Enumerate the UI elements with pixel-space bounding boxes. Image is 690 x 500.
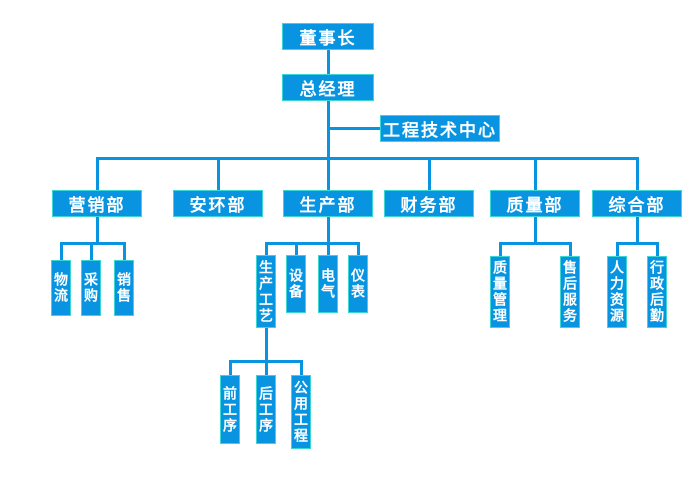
- connector-line: [534, 217, 537, 244]
- connector-line: [60, 242, 63, 260]
- org-node-back-process: 后工序: [256, 375, 276, 444]
- connector-line: [534, 157, 537, 190]
- org-node-front-process: 前工序: [220, 375, 240, 444]
- org-node-sales: 销售: [114, 260, 134, 316]
- connector-line: [265, 328, 268, 362]
- connector-line: [428, 157, 431, 190]
- connector-line: [96, 157, 99, 190]
- connector-line: [636, 217, 639, 244]
- org-node-production-dept: 生产部: [283, 190, 373, 217]
- connector-line: [499, 242, 571, 245]
- connector-line: [656, 242, 659, 256]
- org-node-chairman: 董事长: [282, 23, 374, 50]
- connector-line: [327, 217, 330, 244]
- connector-line: [616, 242, 619, 256]
- connector-line: [229, 360, 232, 375]
- org-node-purchasing: 采购: [81, 260, 101, 316]
- org-node-instrument: 仪表: [348, 255, 368, 313]
- connector-line: [569, 242, 572, 256]
- org-node-marketing-dept: 营销部: [52, 190, 142, 217]
- connector-line: [300, 360, 303, 375]
- org-node-quality-dept: 质量部: [490, 190, 580, 217]
- connector-line: [295, 242, 298, 255]
- org-node-finance-dept: 财务部: [384, 190, 474, 217]
- org-node-quality-management: 质量管理: [490, 256, 510, 328]
- connector-line: [499, 242, 502, 256]
- org-node-after-sales-service: 售后服务: [560, 256, 580, 328]
- org-node-equipment: 设备: [286, 255, 306, 313]
- connector-line: [265, 242, 359, 245]
- connector-line: [265, 360, 268, 375]
- connector-line: [327, 101, 330, 190]
- connector-line: [217, 157, 220, 190]
- connector-line: [96, 217, 99, 244]
- connector-line: [90, 242, 93, 260]
- connector-line: [636, 157, 639, 190]
- connector-line: [357, 242, 360, 255]
- connector-line: [327, 127, 380, 130]
- connector-line: [265, 242, 268, 255]
- org-node-production-process: 生产工艺: [256, 255, 276, 328]
- org-node-admin-logistics: 行政后勤: [647, 256, 667, 328]
- connector-line: [96, 157, 638, 160]
- org-node-human-resources: 人力资源: [607, 256, 627, 328]
- org-node-electrical: 电气: [318, 255, 338, 313]
- org-node-engineering-center: 工程技术中心: [380, 115, 500, 142]
- connector-line: [123, 242, 126, 260]
- org-node-logistics: 物流: [51, 260, 71, 316]
- org-node-general-dept: 综合部: [592, 190, 682, 217]
- org-node-safety-env-dept: 安环部: [173, 190, 263, 217]
- org-node-utility-engineering: 公用工程: [291, 375, 311, 449]
- connector-line: [327, 50, 330, 75]
- org-node-general-manager: 总经理: [282, 74, 374, 101]
- connector-line: [327, 242, 330, 255]
- connector-line: [616, 242, 658, 245]
